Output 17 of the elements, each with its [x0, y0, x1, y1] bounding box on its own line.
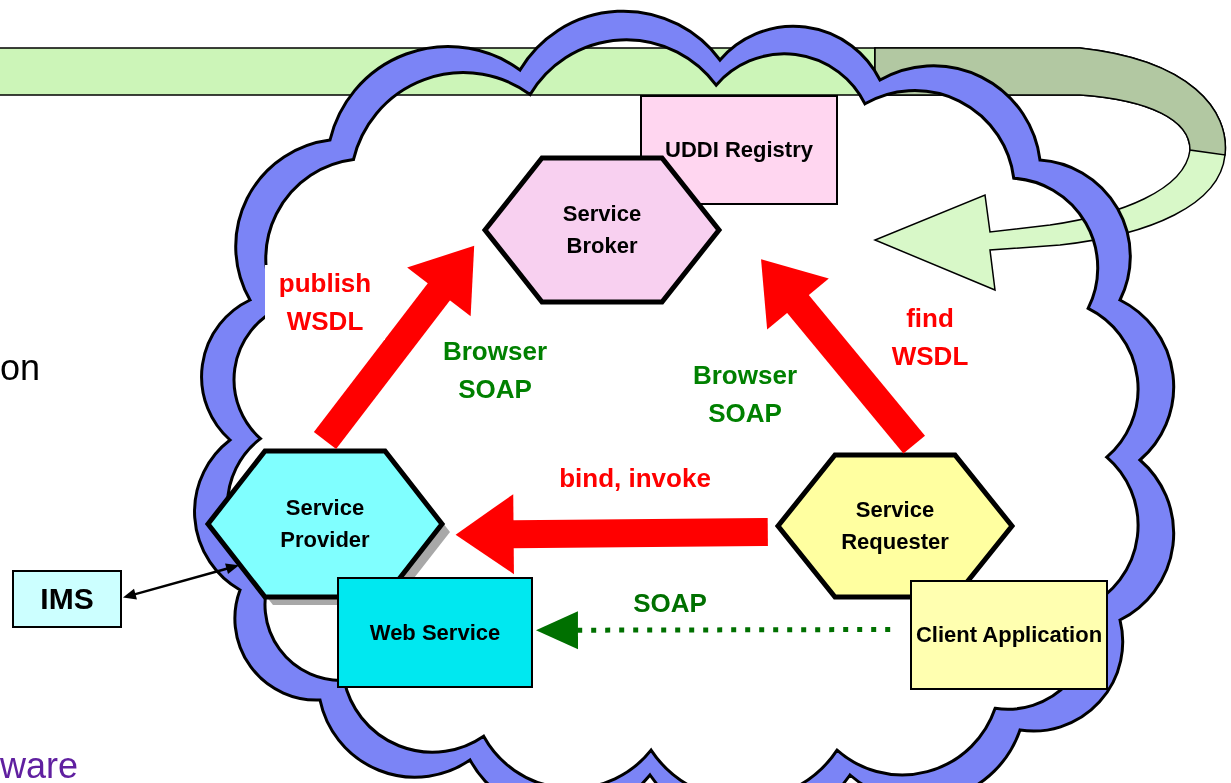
thick-arrow — [313, 245, 475, 449]
node-label: Service Requester — [840, 496, 950, 556]
client-application-box: Client Application — [910, 580, 1108, 690]
slide-text: ware — [0, 744, 80, 783]
ims-box: IMS — [12, 570, 122, 628]
arrow — [122, 563, 240, 600]
web-service-box: Web Service — [337, 577, 533, 688]
protocol-label: Browser SOAP — [691, 359, 798, 430]
slide-text: on — [0, 346, 42, 390]
thick-arrow — [761, 259, 925, 454]
registry-box: UDDI Registry — [640, 95, 838, 205]
thick-arrow — [455, 494, 768, 575]
edge-label: publish WSDL — [265, 265, 385, 341]
node-label: Service Broker — [561, 200, 643, 260]
dotted-arrow — [535, 611, 891, 650]
node-label: Service Provider — [279, 494, 371, 554]
protocol-label: Browser SOAP — [441, 335, 548, 406]
